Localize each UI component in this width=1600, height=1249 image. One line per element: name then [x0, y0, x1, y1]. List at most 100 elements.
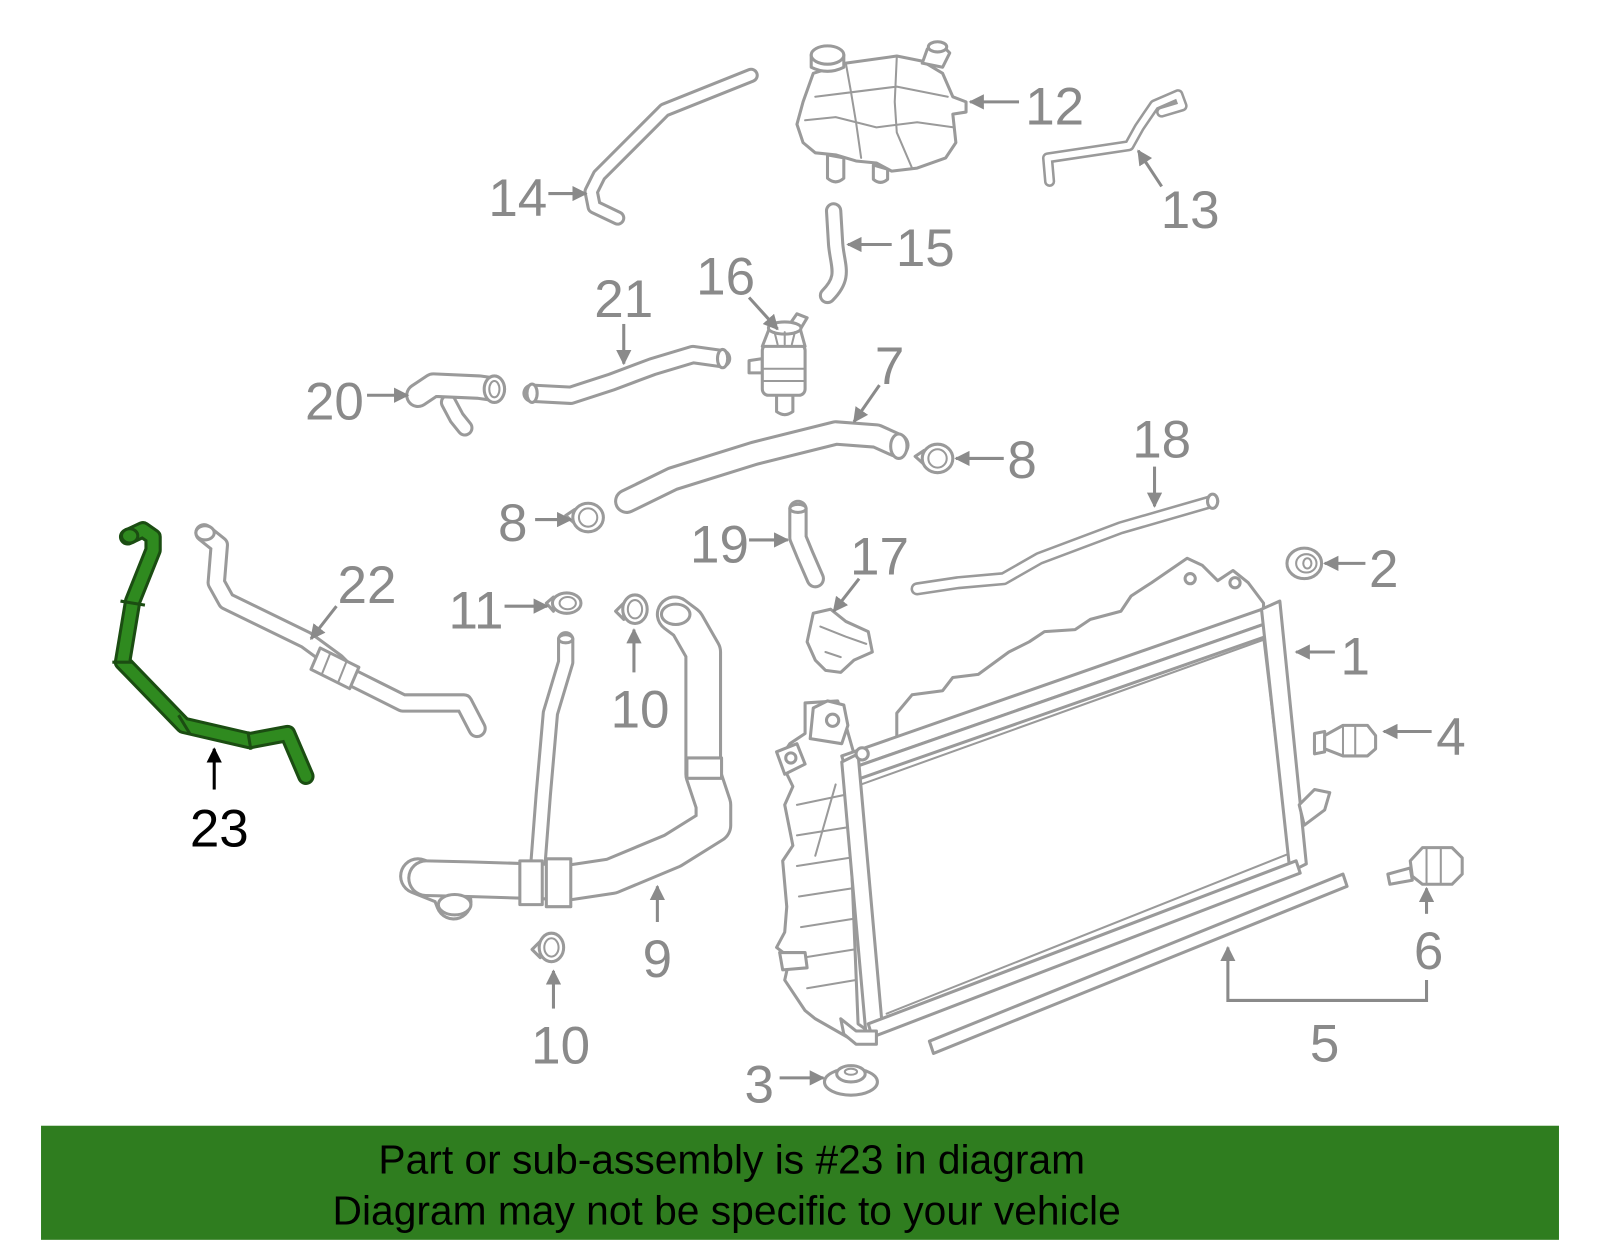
callout-9: 9	[643, 930, 672, 989]
part-8-clamp-right	[913, 442, 955, 475]
sensor-stem	[1386, 866, 1414, 886]
part-9-band	[685, 756, 724, 780]
callout-11: 11	[449, 582, 504, 641]
arrow-13	[1136, 149, 1163, 188]
grommet-hole	[1302, 557, 1313, 570]
bracket-body	[805, 607, 874, 674]
callout-19: 19	[690, 515, 749, 574]
arrow-16	[747, 296, 779, 331]
arrow-17	[832, 577, 861, 613]
part-20-elbow	[418, 374, 507, 428]
radiator-top-brackets	[895, 556, 1266, 746]
part-19-end	[788, 502, 808, 514]
clamp-ring-inner	[626, 599, 644, 620]
part-8-clamp-left	[564, 501, 605, 534]
radiator-bottom-foot	[839, 1017, 878, 1046]
callout-10-bottom: 10	[531, 1017, 590, 1076]
grommet-mid	[1295, 553, 1318, 574]
part-20-end	[482, 374, 507, 404]
radiator-drain-nozzle	[778, 951, 809, 972]
bracket-5	[1220, 945, 1429, 1002]
callout-5: 5	[1310, 1015, 1339, 1074]
clamp-ring	[920, 442, 955, 475]
part-23-hose-highlighted	[112, 529, 306, 777]
part-18-pipe	[917, 492, 1220, 589]
reservoir-filler-top	[926, 40, 949, 54]
part-9-lower-hose	[418, 604, 722, 915]
banner-line-2: Diagram may not be specific to your vehi…	[333, 1188, 1121, 1234]
callout-1: 1	[1340, 627, 1369, 686]
clamp-ring	[537, 931, 566, 964]
seal-strip	[927, 872, 1349, 1055]
callout-22: 22	[338, 556, 397, 615]
part-22-hose	[196, 526, 477, 729]
part-3-grommet	[822, 1064, 879, 1097]
banner-background	[41, 1125, 1559, 1240]
valve-left-port	[747, 357, 764, 375]
callout-14: 14	[488, 169, 547, 228]
reservoir-detail-lines	[804, 56, 955, 170]
part-12-coolant-reservoir	[795, 40, 968, 184]
callout-8-right: 8	[1007, 431, 1036, 490]
callout-10-top: 10	[611, 680, 670, 739]
callout-21: 21	[594, 270, 653, 329]
info-banner: Part or sub-assembly is #23 in diagram D…	[41, 1125, 1559, 1240]
sensor-connector	[1312, 729, 1327, 756]
reservoir-outlet-2	[871, 163, 890, 184]
part-1-radiator	[775, 556, 1332, 1046]
callout-8-left: 8	[498, 494, 527, 553]
callout-3: 3	[745, 1055, 774, 1114]
valve-bottom-port	[775, 391, 795, 417]
arrow-22	[309, 605, 338, 640]
radiator-bolt-1	[824, 712, 841, 728]
part-2-grommet	[1285, 546, 1324, 581]
radiator-right-post	[1259, 599, 1308, 874]
reservoir-cap-top	[809, 44, 846, 66]
part-9-sleeve-2	[544, 857, 573, 909]
callout-7: 7	[875, 337, 904, 396]
part-10-clamp-top	[614, 593, 649, 626]
radiator-right-bracket	[1297, 788, 1332, 827]
part-21-end-right	[715, 347, 730, 370]
sensor-body	[1323, 723, 1378, 758]
clamp-ring-inner	[543, 937, 560, 958]
callout-17: 17	[850, 528, 909, 587]
clamp-ring-inner	[927, 448, 948, 469]
part-6-sensor	[1386, 846, 1464, 886]
clamp-ring-inner	[577, 507, 599, 528]
part-22-coupling	[309, 646, 361, 691]
grommet-hole	[843, 1067, 859, 1076]
sensor-body	[1408, 846, 1464, 886]
radiator-bottom-rail	[866, 859, 1302, 1039]
reservoir-body	[795, 54, 968, 173]
radiator-bolt-2	[784, 751, 798, 765]
part-16-valve	[747, 312, 809, 417]
part-7-hose	[627, 433, 907, 501]
radiator-bolt-5	[1228, 576, 1242, 590]
callout-arrows	[206, 94, 1435, 1086]
radiator-left-tank-fins	[795, 783, 858, 990]
part-7-fill	[627, 433, 897, 501]
part-14-fill	[591, 75, 751, 218]
part-17-bracket	[805, 607, 874, 674]
part-15-hose	[828, 211, 840, 296]
callout-4: 4	[1436, 708, 1465, 767]
callout-6: 6	[1414, 922, 1443, 981]
clamp-ring	[621, 593, 649, 626]
reservoir-outlet	[825, 153, 846, 184]
part-20-end-inner	[488, 379, 501, 399]
part-7-end	[889, 432, 909, 460]
callout-16: 16	[696, 247, 755, 306]
part-11-clamp	[544, 591, 583, 615]
arrow-7	[852, 384, 881, 424]
part-19-hose	[790, 504, 815, 578]
sensor-hex-lines	[1425, 846, 1442, 886]
part-21-fill	[532, 355, 721, 396]
part-22-end	[194, 524, 216, 542]
part-23-bands	[112, 599, 253, 751]
part-18-end	[1205, 492, 1220, 510]
radiator-bolt-4	[1183, 572, 1197, 586]
clamp-ring-inner	[558, 595, 577, 611]
banner-line-1: Part or sub-assembly is #23 in diagram	[378, 1137, 1085, 1183]
callout-18: 18	[1132, 410, 1191, 469]
